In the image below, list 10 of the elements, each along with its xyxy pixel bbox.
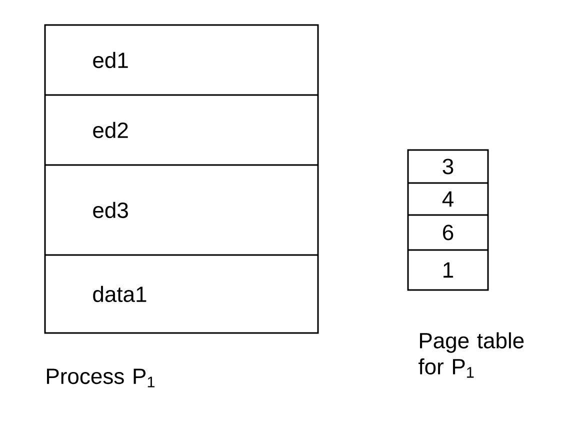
table-row: ed1 (93, 52, 128, 68)
table-row: 4 (442, 191, 454, 207)
table-row: data1 (93, 286, 146, 302)
table-label: Page table for P$_{1}$ (418, 332, 524, 378)
table-row: 6 (443, 224, 454, 240)
table-row: ed3 (93, 202, 128, 218)
table-label: Process P$_{1}$ (47, 368, 154, 388)
table-row: ed2 (93, 122, 128, 138)
table-row: 1 (444, 262, 454, 278)
table-row: 3 (442, 158, 454, 174)
